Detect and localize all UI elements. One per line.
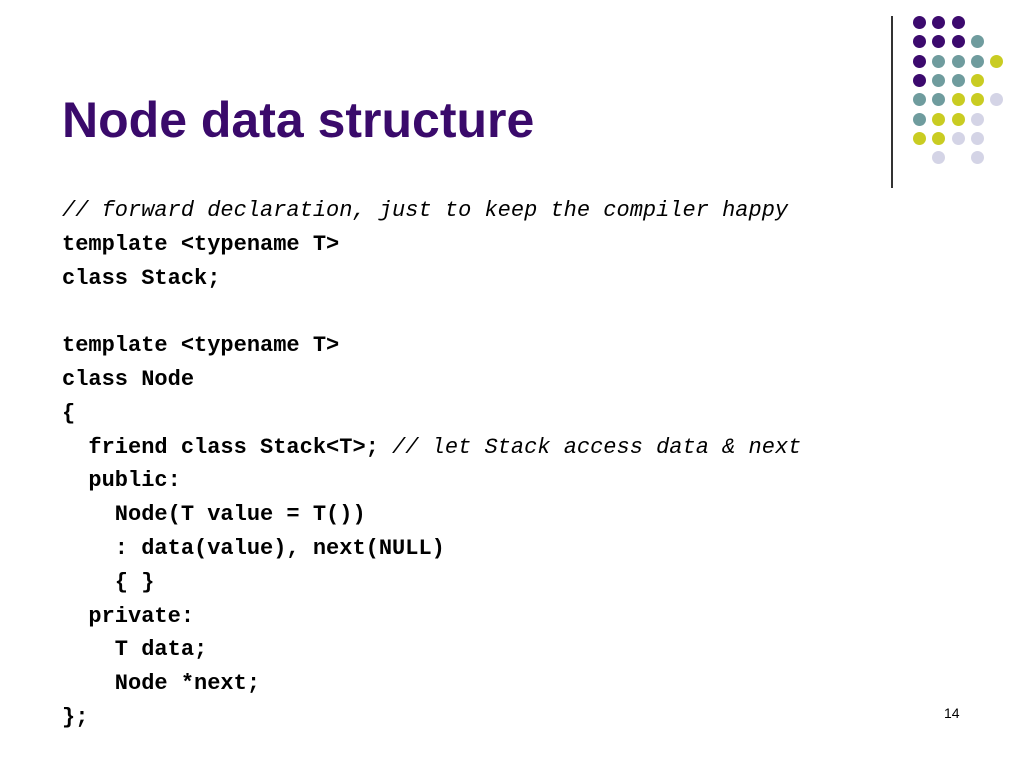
decorative-dot bbox=[990, 93, 1004, 107]
divider-line bbox=[891, 16, 893, 188]
decorative-dot bbox=[970, 151, 984, 165]
decorative-dot bbox=[913, 93, 926, 107]
code-line: class Stack; bbox=[62, 262, 801, 296]
decorative-dot bbox=[932, 93, 946, 107]
code-segment: // let Stack access data & next bbox=[378, 434, 802, 460]
code-line: private: bbox=[62, 600, 801, 634]
code-segment: template <typename T> bbox=[62, 333, 340, 359]
decorative-dot bbox=[970, 112, 984, 126]
code-line: }; bbox=[62, 701, 801, 735]
decorative-dot bbox=[913, 16, 926, 29]
decorative-dot bbox=[951, 16, 965, 29]
decorative-dot bbox=[932, 54, 946, 68]
decorative-dot bbox=[970, 73, 984, 87]
code-segment: { bbox=[62, 400, 76, 426]
code-segment: // forward declaration, just to keep the… bbox=[62, 198, 789, 223]
decorative-dot bbox=[970, 54, 984, 68]
decorative-dot bbox=[951, 112, 965, 126]
code-segment: class Stack; bbox=[62, 265, 221, 291]
code-segment: public: bbox=[62, 468, 181, 494]
code-block: // forward declaration, just to keep the… bbox=[62, 194, 801, 735]
decorative-dot bbox=[913, 35, 926, 49]
code-line: class Node bbox=[62, 363, 801, 397]
decorative-dot bbox=[932, 151, 946, 165]
code-segment: Node(T value = T()) bbox=[62, 502, 366, 528]
code-line: : data(value), next(NULL) bbox=[62, 532, 801, 566]
decorative-dot bbox=[932, 73, 946, 87]
code-segment: : data(value), next(NULL) bbox=[62, 535, 445, 561]
decorative-dot bbox=[932, 131, 946, 145]
code-segment: T data; bbox=[62, 637, 208, 663]
decorative-dot bbox=[913, 112, 926, 126]
decorative-dot bbox=[970, 131, 984, 145]
decorative-dot bbox=[970, 35, 984, 49]
code-line: Node *next; bbox=[62, 667, 801, 701]
page-number: 14 bbox=[944, 705, 960, 721]
decorative-dot bbox=[913, 73, 926, 87]
decorative-dot bbox=[932, 16, 946, 29]
code-line: { } bbox=[62, 566, 801, 600]
decorative-dot bbox=[913, 54, 926, 68]
decorative-dot bbox=[932, 35, 946, 49]
code-line: template <typename T> bbox=[62, 228, 801, 262]
code-segment: }; bbox=[62, 704, 89, 730]
code-segment: template <typename T> bbox=[62, 231, 340, 257]
decorative-dot bbox=[951, 54, 965, 68]
code-line: Node(T value = T()) bbox=[62, 498, 801, 532]
decorative-dot bbox=[990, 54, 1004, 68]
code-segment: friend class Stack<T>; bbox=[62, 434, 379, 460]
code-segment: Node *next; bbox=[62, 671, 261, 697]
code-line: public: bbox=[62, 464, 801, 498]
code-segment: { } bbox=[62, 569, 155, 595]
code-segment: private: bbox=[62, 603, 195, 629]
decorative-dot bbox=[951, 93, 965, 107]
decorative-dot bbox=[932, 112, 946, 126]
slide-title: Node data structure bbox=[62, 92, 535, 148]
code-line bbox=[62, 295, 801, 329]
code-line: // forward declaration, just to keep the… bbox=[62, 194, 801, 228]
decorative-dot bbox=[951, 73, 965, 87]
decorative-dot bbox=[913, 131, 926, 145]
code-line: T data; bbox=[62, 633, 801, 667]
code-line: friend class Stack<T>; // let Stack acce… bbox=[62, 431, 801, 465]
decorative-dot bbox=[951, 131, 965, 145]
code-line: { bbox=[62, 397, 801, 431]
decorative-dot bbox=[970, 93, 984, 107]
code-line: template <typename T> bbox=[62, 329, 801, 363]
decorative-dot bbox=[951, 35, 965, 49]
code-segment: class Node bbox=[62, 366, 195, 392]
